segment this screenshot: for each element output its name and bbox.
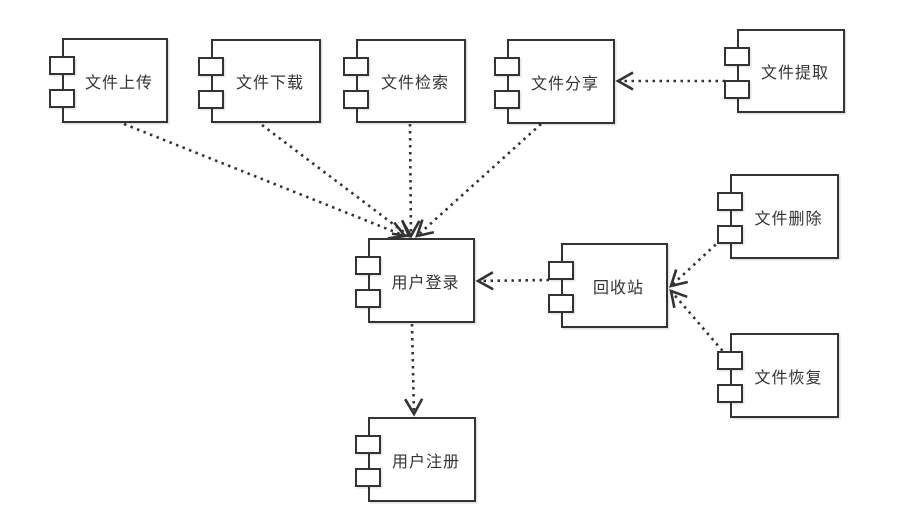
port-icon (342, 56, 369, 76)
connector-file-share-to-user-login (415, 123, 542, 238)
connector-file-recover-to-recycle-bin (669, 289, 728, 357)
component-file-search[interactable]: 文件检索 (342, 39, 466, 123)
component-label: 文件上传 (84, 74, 153, 92)
port-icon (493, 89, 520, 109)
component-file-share[interactable]: 文件分享 (493, 39, 615, 124)
port-icon (197, 89, 224, 109)
connector-file-download-to-user-login (261, 123, 412, 238)
component-label: 文件恢复 (754, 369, 823, 387)
port-icon (547, 260, 574, 280)
component-label: 用户登录 (391, 274, 460, 292)
port-icon (342, 89, 369, 109)
port-icon (716, 224, 743, 244)
port-icon (493, 56, 520, 76)
component-file-recover[interactable]: 文件恢复 (716, 333, 839, 418)
component-label: 文件删除 (754, 210, 823, 228)
component-label: 文件下载 (235, 75, 304, 92)
port-icon (354, 434, 381, 454)
port-icon (716, 191, 743, 211)
port-icon (354, 288, 381, 308)
component-file-download[interactable]: 文件下载 (197, 39, 321, 123)
port-icon (48, 55, 75, 75)
component-label: 用户注册 (391, 453, 460, 471)
component-label: 文件检索 (380, 75, 449, 92)
component-file-extract[interactable]: 文件提取 (723, 29, 845, 113)
port-icon (716, 350, 743, 370)
port-icon (354, 255, 381, 275)
component-user-login[interactable]: 用户登录 (354, 238, 475, 323)
port-icon (716, 383, 743, 403)
port-icon (723, 79, 750, 99)
component-label: 文件提取 (760, 65, 829, 82)
port-icon (354, 467, 381, 487)
component-file-delete[interactable]: 文件删除 (716, 174, 839, 259)
connector-file-upload-to-user-login (123, 122, 408, 240)
port-icon (723, 46, 750, 66)
connector-recycle-bin-to-user-login (475, 271, 550, 291)
component-user-register[interactable]: 用户注册 (354, 417, 476, 502)
component-label: 回收站 (592, 279, 644, 297)
port-icon (197, 56, 224, 76)
connector-user-login-to-user-register (404, 323, 424, 417)
port-icon (547, 293, 574, 313)
port-icon (48, 88, 75, 108)
component-label: 文件分享 (530, 75, 599, 93)
connector-file-search-to-user-login (401, 123, 421, 239)
component-file-upload[interactable]: 文件上传 (48, 38, 168, 123)
component-recycle-bin[interactable]: 回收站 (547, 243, 668, 328)
